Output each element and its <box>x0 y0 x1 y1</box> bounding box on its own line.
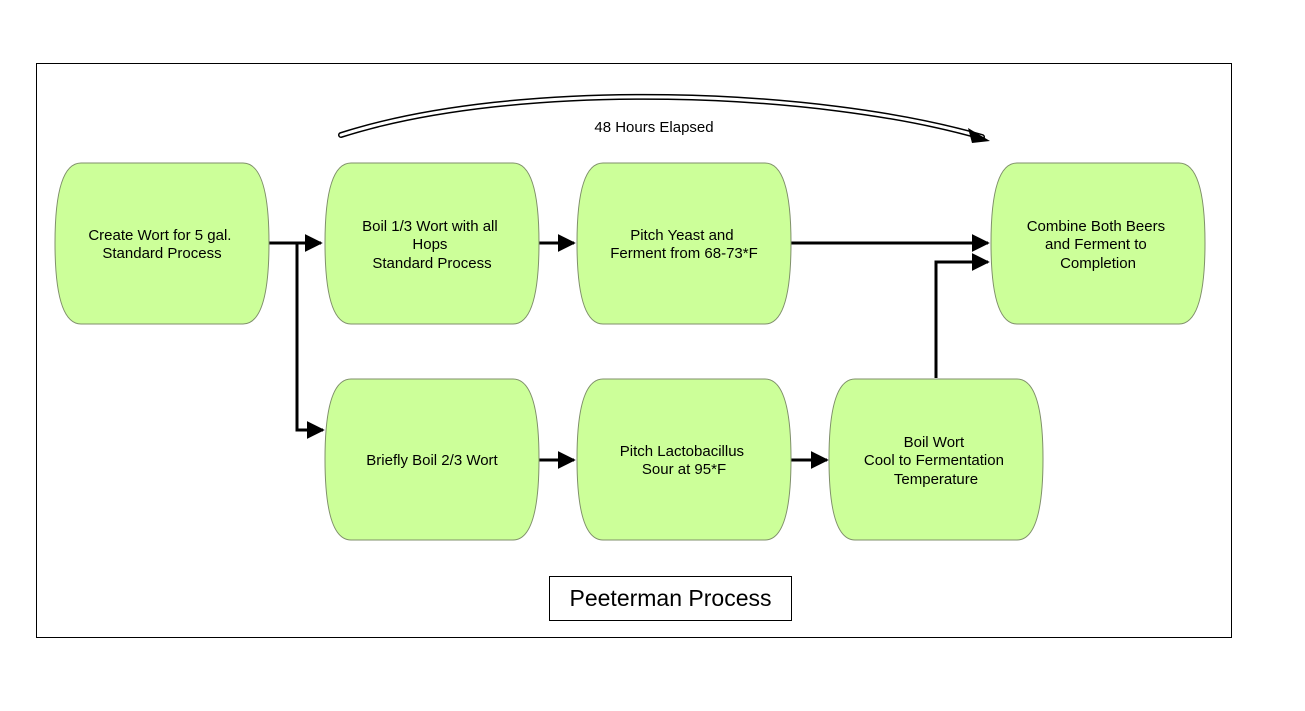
svg-text:Create Wort for 5 gal. S: Create Wort for 5 gal. Standard Process <box>88 227 235 262</box>
node-combine-line-3: Completion <box>1060 255 1136 272</box>
node-brief-boil-line-1: Briefly Boil 2/3 Wort <box>366 452 498 469</box>
node-boil-cool: Boil Wort Cool to Fermentation Temperatu… <box>828 378 1044 541</box>
node-pitch-lacto-line-2: Sour at 95*F <box>642 461 726 478</box>
diagram-title: Peeterman Process <box>549 576 792 621</box>
node-create-wort-line-1: Create Wort for 5 gal. <box>88 227 231 244</box>
node-pitch-lacto: Pitch Lactobacillus Sour at 95*F <box>576 378 792 541</box>
svg-text:Briefly Boil 2/3 Wort: Briefly Boil 2/3 Wort <box>366 452 498 469</box>
node-create-wort: Create Wort for 5 gal. Standard Process <box>54 162 270 325</box>
node-combine: Combine Both Beers and Ferment to Comple… <box>990 162 1206 325</box>
elapsed-arc-arrow <box>338 93 990 143</box>
node-boil-third-line-3: Standard Process <box>372 255 491 272</box>
svg-text:Combine Both Beers and F: Combine Both Beers and Ferment to Comple… <box>1027 218 1170 272</box>
node-boil-third-line-1: Boil 1/3 Wort with all <box>362 218 498 235</box>
node-boil-cool-line-2: Cool to Fermentation <box>864 452 1004 469</box>
elapsed-label: 48 Hours Elapsed <box>594 119 713 136</box>
edge-create-to-brief-boil <box>295 243 325 439</box>
node-combine-line-2: and Ferment to <box>1045 236 1147 253</box>
diagram-frame <box>36 63 1232 638</box>
svg-text:Boil Wort Cool to Fermen: Boil Wort Cool to Fermentation Temperatu… <box>864 434 1008 488</box>
edge-boil-cool-to-combine <box>934 253 990 378</box>
node-boil-third-line-2: Hops <box>412 236 447 253</box>
node-combine-line-1: Combine Both Beers <box>1027 218 1165 235</box>
node-boil-cool-line-3: Temperature <box>894 471 978 488</box>
node-pitch-yeast: Pitch Yeast and Ferment from 68-73*F <box>576 162 792 325</box>
node-pitch-lacto-line-1: Pitch Lactobacillus <box>620 443 744 460</box>
node-pitch-yeast-line-1: Pitch Yeast and <box>630 227 733 244</box>
edges <box>269 234 990 469</box>
svg-text:Pitch Lactobacillus Sour: Pitch Lactobacillus Sour at 95*F <box>620 443 748 478</box>
svg-text:Boil 1/3 Wort with all H: Boil 1/3 Wort with all Hops Standard Pro… <box>362 218 502 272</box>
node-boil-third: Boil 1/3 Wort with all Hops Standard Pro… <box>324 162 540 325</box>
node-pitch-yeast-line-2: Ferment from 68-73*F <box>610 245 758 262</box>
node-boil-cool-line-1: Boil Wort <box>904 434 965 451</box>
node-brief-boil: Briefly Boil 2/3 Wort <box>324 378 540 541</box>
node-create-wort-line-2: Standard Process <box>102 245 221 262</box>
svg-text:Pitch Yeast and Ferment: Pitch Yeast and Ferment from 68-73*F <box>610 227 758 262</box>
